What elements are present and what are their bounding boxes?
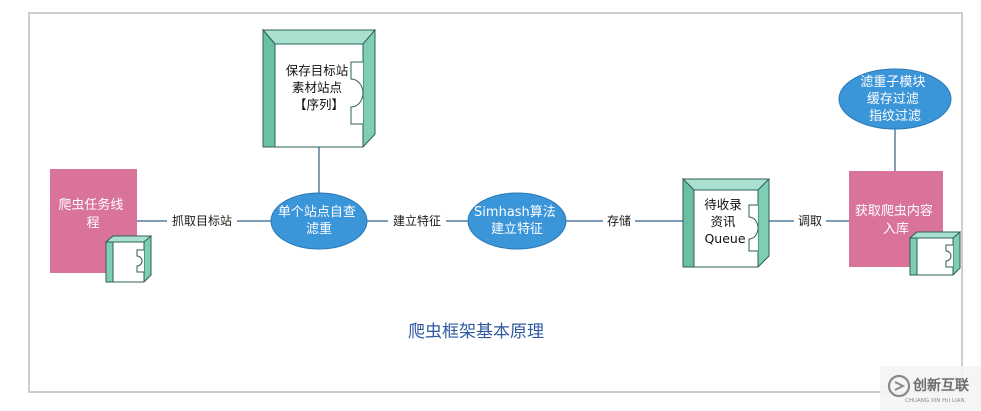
watermark: 创新互联 CHUANG XIN HU LIAN [880, 366, 981, 411]
edge-label-grab-target: 抓取目标站 [167, 212, 237, 229]
simhash-label: Simhash算法 建立特征 [474, 205, 560, 237]
edge-label-text: 建立特征 [393, 213, 441, 228]
edge-label-text: 抓取目标站 [172, 214, 232, 228]
edge-label-text: 存储 [607, 213, 631, 228]
dedup-module-ellipse [838, 68, 952, 130]
component-icon [104, 235, 153, 283]
crawler-thread-label: 爬虫任务线 程 [58, 197, 127, 231]
simhash-ellipse [467, 192, 567, 250]
watermark-name: 创新互联 [912, 377, 970, 394]
watermark-logo-icon [887, 374, 911, 398]
queue-label: 待收录 资讯 Queue [704, 197, 746, 246]
queue-body [693, 189, 759, 268]
dedup-ellipse [270, 192, 368, 250]
edge-label-invoke: 调取 [794, 212, 826, 229]
fetch-content-label: 获取爬虫内容 入库 [855, 203, 937, 237]
node-crawler-thread: 爬虫任务线 程 [50, 169, 153, 283]
node-dedup-module: 滤重子模块 缓存过滤 指纹过滤 [838, 68, 952, 130]
watermark-sub: CHUANG XIN HU LIAN [905, 398, 965, 404]
save-sites-body [274, 43, 364, 148]
diagram-caption: 爬虫框架基本原理 [408, 322, 544, 342]
dedup-module-label: 滤重子模块 缓存过滤 指纹过滤 [860, 74, 929, 124]
edge-label-text: 调取 [798, 214, 822, 228]
save-sites-label: 保存目标站 素材站点 【序列】 [286, 63, 353, 112]
node-simhash: Simhash算法 建立特征 [467, 192, 567, 250]
node-save-sites: 保存目标站 素材站点 【序列】 [261, 28, 377, 148]
dedup-label: 单个站点自查 滤重 [278, 205, 360, 237]
edge-label-build-feature: 建立特征 [388, 212, 446, 229]
node-queue: 待收录 资讯 Queue [681, 177, 771, 268]
edge-label-store: 存储 [603, 212, 635, 229]
node-dedup: 单个站点自查 滤重 [270, 192, 368, 250]
component-icon [908, 231, 962, 276]
node-fetch-content: 获取爬虫内容 入库 [849, 171, 962, 276]
